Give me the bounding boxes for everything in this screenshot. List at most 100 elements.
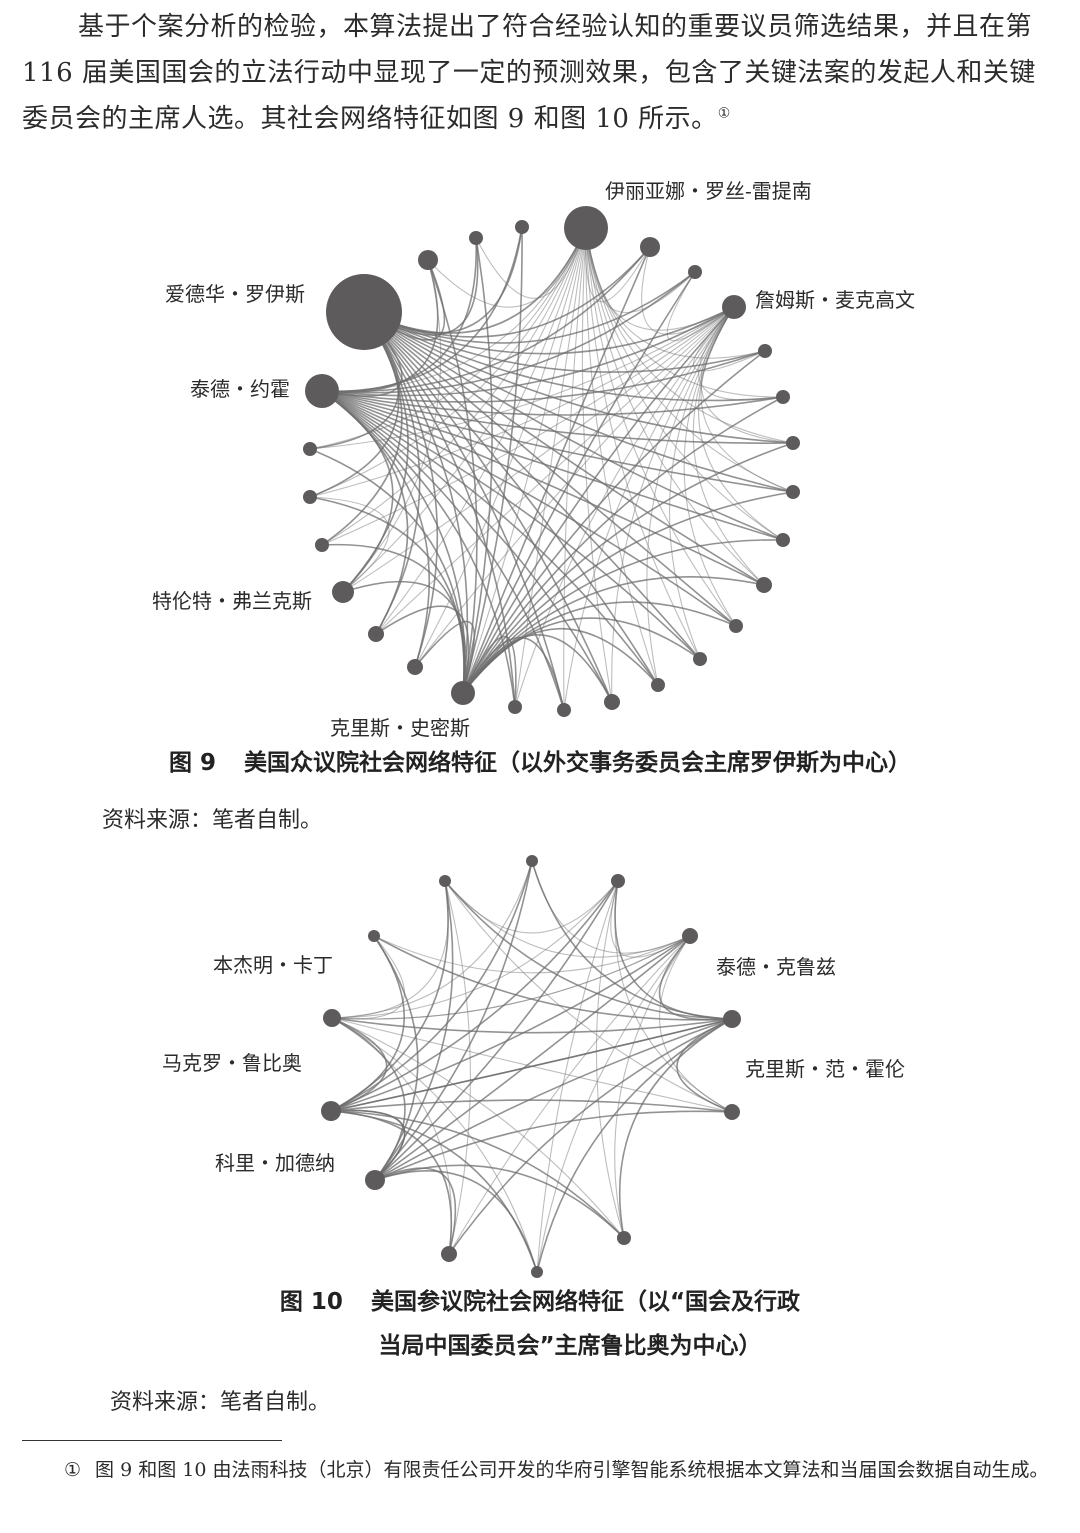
house-node bbox=[303, 490, 317, 504]
house-node bbox=[756, 577, 772, 593]
house-edge bbox=[585, 227, 794, 493]
house-edge bbox=[321, 390, 659, 686]
house-edge bbox=[321, 227, 587, 546]
senate-edge bbox=[331, 935, 405, 1020]
intro-text: 基于个案分析的检验，本算法提出了符合经验认知的重要议员筛选结果，并且在第 116… bbox=[22, 12, 1036, 134]
senate-network-nodes bbox=[321, 855, 741, 1278]
house-edge bbox=[462, 227, 587, 694]
figure9-source: 资料来源：笔者自制。 bbox=[102, 808, 323, 833]
senate-edge bbox=[374, 1110, 733, 1181]
house-edge bbox=[585, 227, 765, 586]
house-edge bbox=[321, 311, 403, 546]
footnote-divider bbox=[22, 1440, 282, 1441]
house-edge bbox=[462, 442, 794, 694]
house-edge bbox=[363, 311, 565, 711]
senate-edge bbox=[374, 880, 454, 1181]
house-node bbox=[407, 659, 423, 675]
senate-edge bbox=[330, 1110, 625, 1239]
house-edge bbox=[321, 390, 765, 586]
house-edge bbox=[342, 259, 442, 593]
house-edge bbox=[363, 311, 784, 402]
senate-edge bbox=[330, 880, 619, 1112]
senate-edge bbox=[331, 860, 533, 1019]
house-edge bbox=[363, 311, 469, 694]
house-edge bbox=[321, 543, 466, 694]
house-node bbox=[305, 374, 339, 408]
figure9-title: 美国众议院社会网络特征（以外交事务委员会主席罗伊斯为中心） bbox=[244, 750, 911, 776]
senate-edge bbox=[330, 1110, 538, 1273]
house-edge bbox=[414, 306, 735, 668]
intro-paragraph: 基于个案分析的检验，本算法提出了符合经验认知的重要议员筛选结果，并且在第 116… bbox=[22, 4, 1062, 142]
house-edge bbox=[693, 306, 766, 372]
house-edge bbox=[462, 635, 517, 708]
house-edge bbox=[363, 311, 784, 541]
house-edge bbox=[475, 227, 587, 299]
house-edge bbox=[414, 620, 475, 694]
figure10-caption-line2: 当局中国委员会”主席鲁比奥为中心） bbox=[378, 1333, 762, 1359]
house-edge bbox=[309, 448, 465, 694]
house-edge bbox=[321, 390, 516, 708]
senate-node bbox=[323, 1009, 341, 1027]
house-edge bbox=[462, 491, 794, 694]
house-node bbox=[368, 626, 384, 642]
label-mcgovern: 詹姆斯・麦克高文 bbox=[755, 288, 915, 312]
senate-edge bbox=[595, 880, 625, 1239]
figure10-number: 图 10 bbox=[279, 1289, 343, 1315]
house-edge bbox=[646, 306, 735, 686]
house-edge bbox=[309, 227, 587, 450]
senate-edge bbox=[331, 935, 691, 1020]
house-edge bbox=[321, 390, 794, 493]
house-edge bbox=[581, 227, 613, 703]
house-edge bbox=[363, 311, 766, 373]
house-node bbox=[418, 250, 438, 270]
senate-node bbox=[611, 874, 625, 888]
house-edge bbox=[309, 306, 735, 498]
house-edge bbox=[462, 237, 493, 694]
senate-edge bbox=[331, 1017, 733, 1113]
house-edge bbox=[462, 617, 701, 694]
house-edge bbox=[363, 227, 587, 334]
house-node bbox=[326, 274, 402, 350]
senate-edge bbox=[444, 880, 733, 1113]
senate-edge bbox=[614, 880, 733, 1113]
house-edge bbox=[462, 306, 735, 694]
senate-node bbox=[365, 1170, 385, 1190]
house-edge bbox=[700, 306, 794, 444]
senate-edge bbox=[373, 935, 419, 1181]
house-edge bbox=[462, 636, 565, 711]
senate-node bbox=[526, 855, 538, 867]
footnote-mark: ① bbox=[64, 1459, 82, 1481]
senate-node bbox=[368, 930, 380, 942]
senate-edge bbox=[374, 1170, 538, 1273]
house-edge bbox=[641, 246, 735, 335]
house-node bbox=[451, 681, 475, 705]
senate-edge bbox=[444, 880, 733, 1020]
house-edge bbox=[342, 306, 735, 593]
senate-edge bbox=[444, 880, 691, 958]
senate-edge bbox=[331, 1017, 452, 1255]
house-node bbox=[332, 581, 354, 603]
house-edge bbox=[698, 306, 784, 541]
senate-edge bbox=[331, 880, 449, 1019]
senate-network-edges bbox=[330, 860, 733, 1273]
senate-edge bbox=[531, 860, 691, 954]
house-node bbox=[315, 538, 329, 552]
senate-node bbox=[724, 1104, 740, 1120]
house-edge bbox=[363, 311, 794, 493]
house-node bbox=[508, 700, 522, 714]
label-cruz: 泰德・克鲁兹 bbox=[716, 955, 836, 979]
senate-network-graph: 本杰明・卡丁 泰德・克鲁兹 马克罗・鲁比奥 克里斯・范・霍伦 科里・加德纳 bbox=[162, 855, 905, 1278]
house-node bbox=[651, 678, 665, 692]
house-edge bbox=[563, 306, 735, 711]
label-rubio: 马克罗・鲁比奥 bbox=[162, 1051, 302, 1075]
label-cardin: 本杰明・卡丁 bbox=[213, 953, 333, 977]
senate-edge bbox=[331, 1017, 625, 1239]
senate-edge bbox=[374, 1164, 625, 1239]
senate-edge bbox=[536, 880, 619, 1273]
house-edge bbox=[321, 390, 701, 660]
senate-edge bbox=[331, 1017, 733, 1034]
figure10-source: 资料来源：笔者自制。 bbox=[110, 1390, 331, 1415]
footnote-text: 图 9 和图 10 由法雨科技（北京）有限责任公司开发的华府引擎智能系统根据本文… bbox=[95, 1459, 1049, 1481]
